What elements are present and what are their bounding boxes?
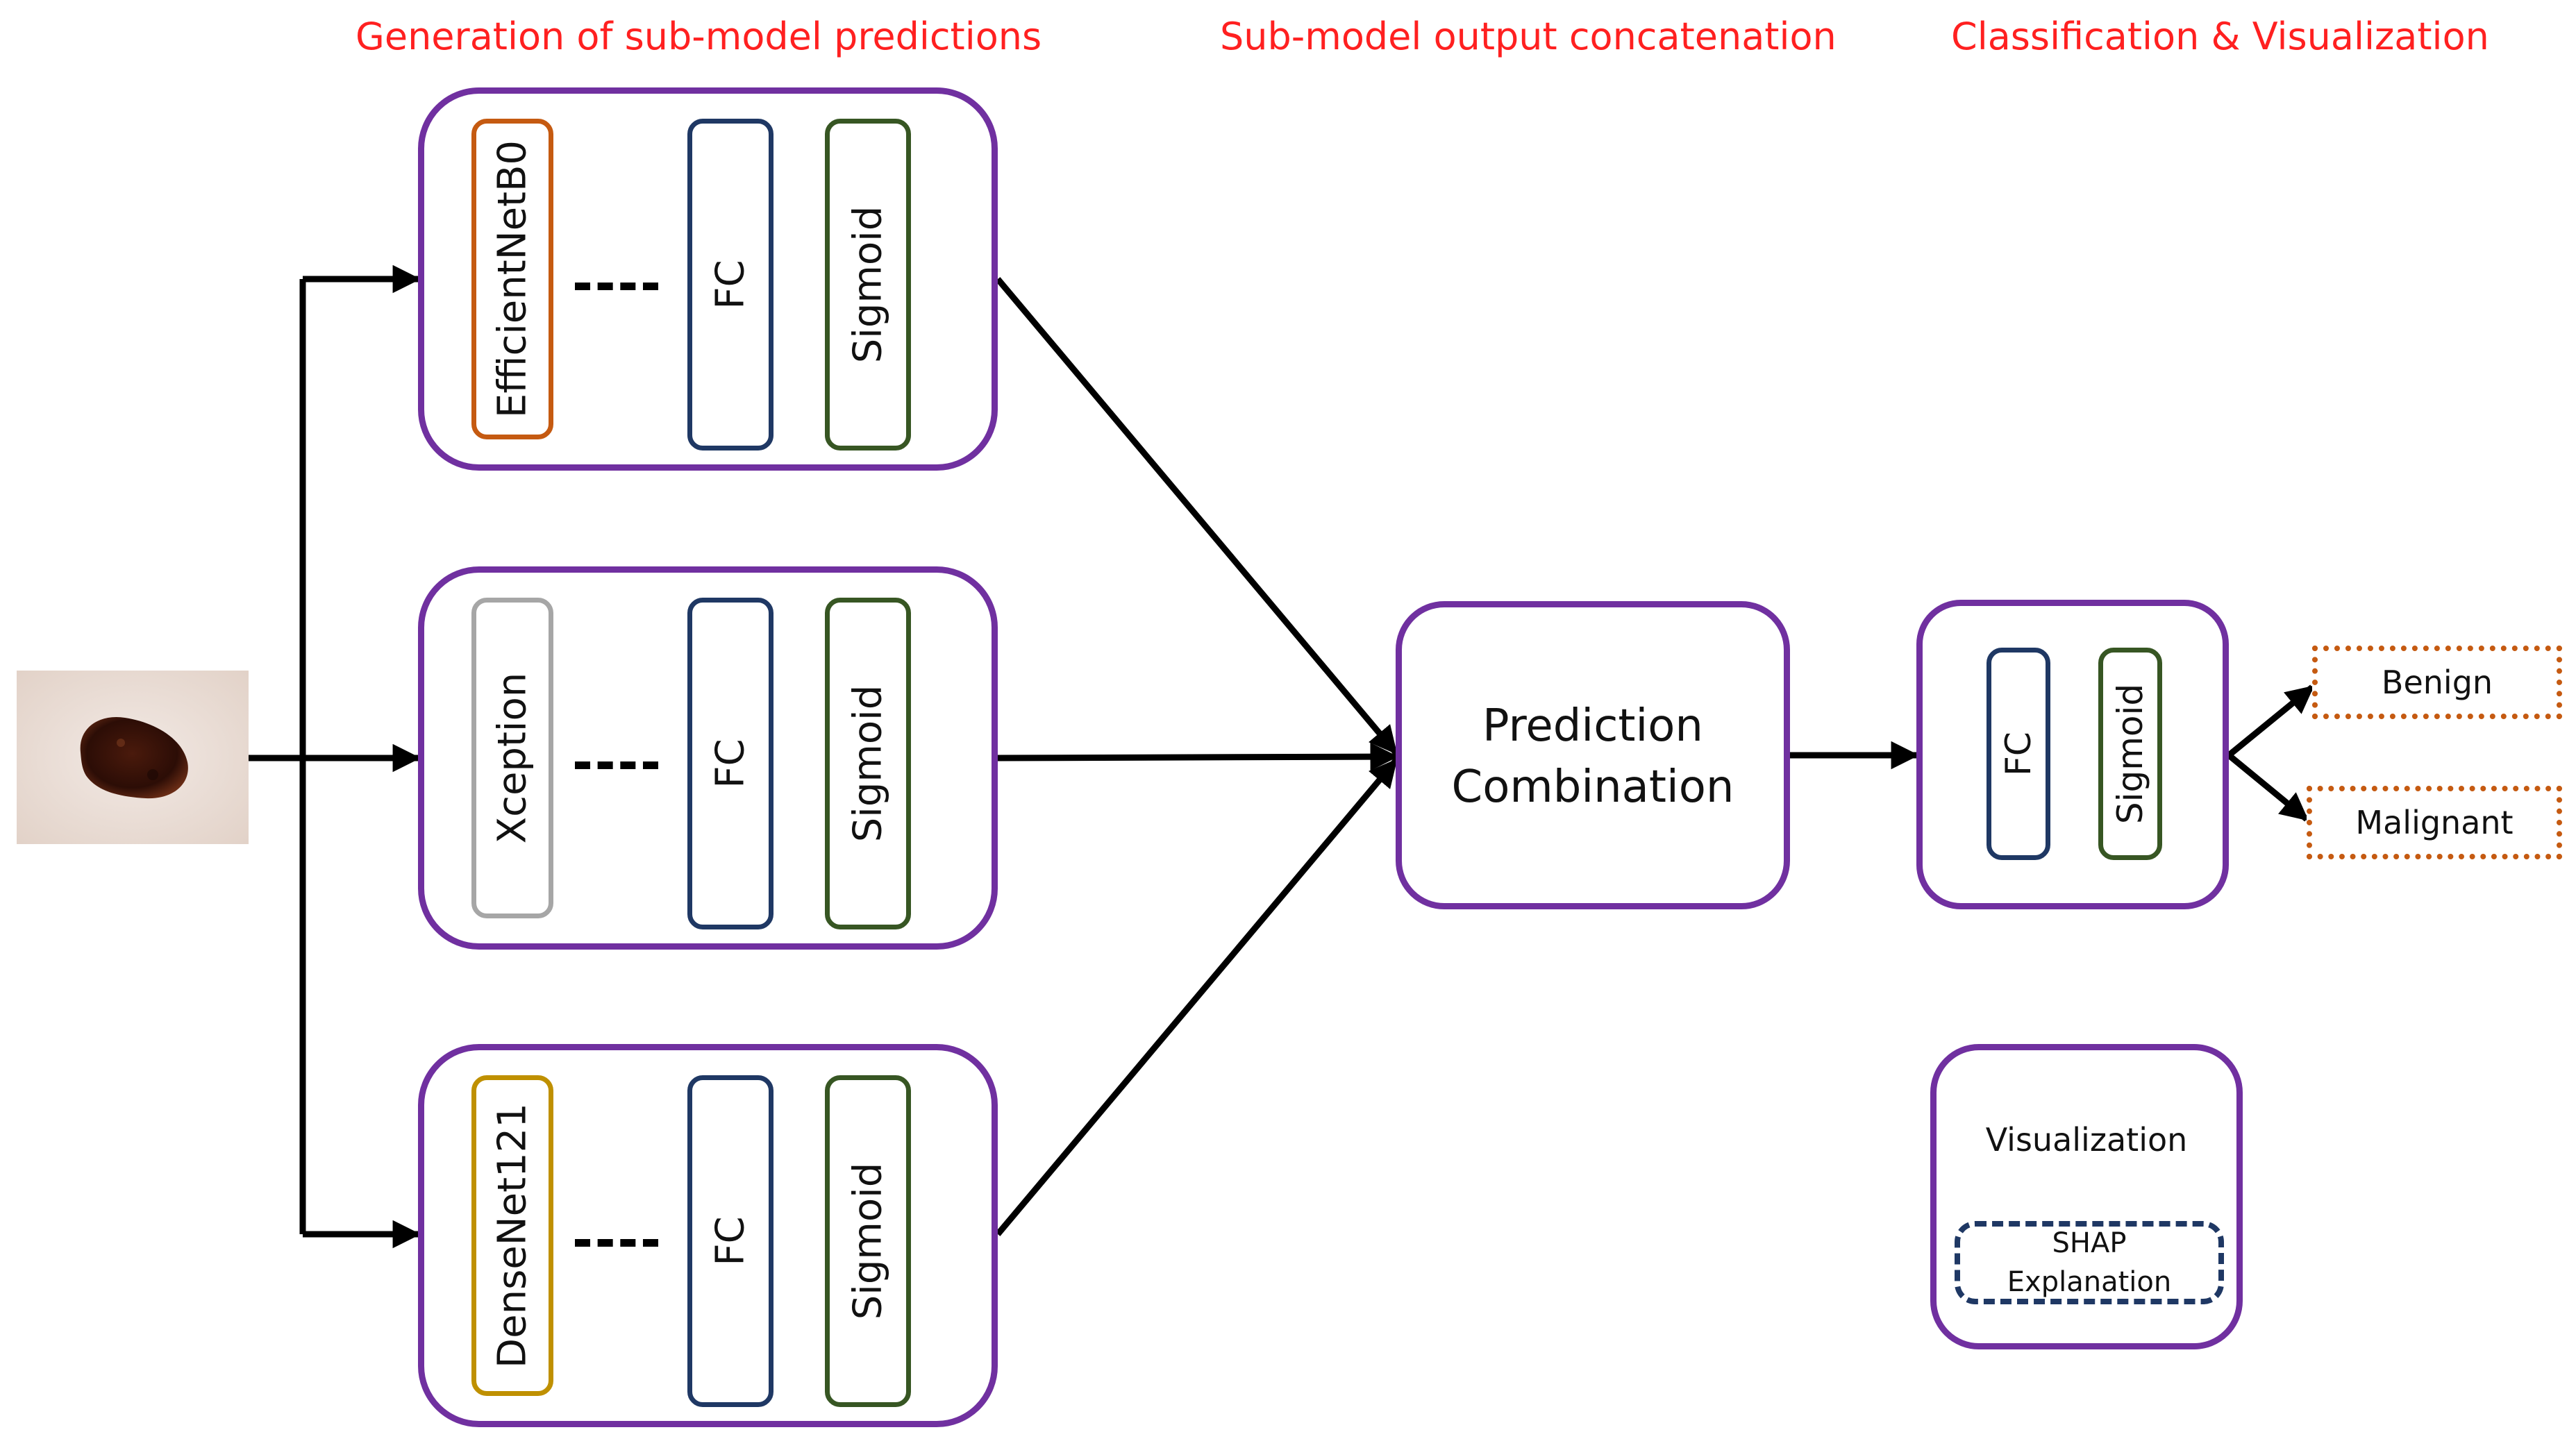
combination-label-line2: Combination [1451,761,1734,813]
section-title-classification: Classification & Visualization [1951,15,2489,58]
benign-arrow [2227,684,2315,758]
backbone-label: Xception [490,672,535,844]
shap-label-line2: Explanation [2007,1266,2172,1298]
classifier-fc-layer: FC [1987,648,2050,860]
skin-lesion-image [17,671,249,844]
classifier-box: FC Sigmoid [1916,600,2229,909]
malignant-label: Malignant [2355,804,2514,841]
fc-label: FC [708,260,753,310]
merge-arrow-1 [995,277,1398,755]
classifier-sigmoid-layer: Sigmoid [2098,648,2162,860]
shap-label-line1: SHAP [2052,1227,2127,1259]
sigmoid-label: Sigmoid [845,1162,891,1320]
submodel-box-xception: Xception FC Sigmoid [418,566,998,950]
merge-arrow-2 [997,742,1399,771]
fc-label: FC [708,739,753,789]
fc-layer: FC [687,1075,773,1407]
ellipsis-dashes [575,761,658,769]
shap-explanation-box: SHAP Explanation [1955,1221,2224,1304]
prediction-combination-box: Prediction Combination [1396,601,1790,909]
sigmoid-layer: Sigmoid [825,1075,911,1407]
fc-layer: FC [687,598,773,929]
backbone-label: DenseNet121 [490,1103,535,1368]
backbone-layer-densenet: DenseNet121 [471,1075,553,1396]
sigmoid-layer: Sigmoid [825,598,911,929]
section-title-generation: Generation of sub-model predictions [356,15,1042,58]
classifier-fc-label: FC [1998,732,2039,776]
ellipsis-dashes [575,283,658,290]
submodel-box-densenet: DenseNet121 FC Sigmoid [418,1044,998,1427]
backbone-layer-efficientnet: EfficientNetB0 [471,119,553,439]
section-title-concatenation: Sub-model output concatenation [1220,15,1837,58]
merge-arrow-3 [995,758,1398,1236]
fc-label: FC [708,1216,753,1266]
lesion-icon [17,671,249,844]
visualization-title: Visualization [1985,1121,2188,1159]
combination-label-line1: Prediction [1482,700,1703,752]
sigmoid-layer: Sigmoid [825,119,911,451]
submodel-box-efficientnet: EfficientNetB0 FC Sigmoid [418,87,998,471]
benign-output: Benign [2312,646,2562,719]
ellipsis-dashes [575,1239,658,1247]
classifier-sigmoid-label: Sigmoid [2110,683,2150,825]
sigmoid-label: Sigmoid [845,684,891,843]
malignant-output: Malignant [2307,786,2562,859]
visualization-box: Visualization SHAP Explanation [1930,1044,2243,1349]
benign-label: Benign [2381,664,2493,701]
malignant-arrow [2227,752,2309,822]
fc-layer: FC [687,119,773,451]
sigmoid-label: Sigmoid [845,205,891,364]
backbone-label: EfficientNetB0 [490,140,535,419]
backbone-layer-xception: Xception [471,598,553,918]
